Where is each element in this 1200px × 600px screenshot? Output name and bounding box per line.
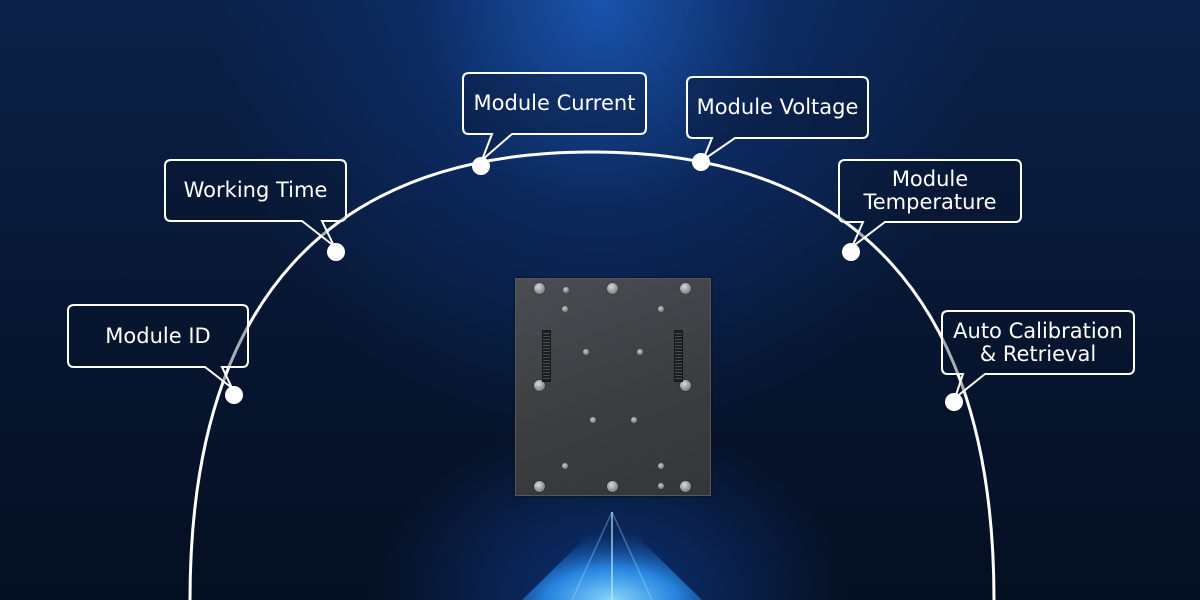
node-module-voltage-icon <box>692 153 710 171</box>
label-working-time-text: Working Time <box>183 178 328 202</box>
pin-icon <box>590 417 596 423</box>
node-module-temperature-icon <box>842 243 860 261</box>
node-auto-calibration-icon <box>945 393 963 411</box>
callout-module-current-box <box>462 72 647 161</box>
callout-module-voltage-box <box>686 76 869 163</box>
pin-icon <box>562 463 568 469</box>
callout-working-time-box <box>164 159 347 247</box>
label-working-time: Working Time <box>165 160 346 221</box>
label-auto-calibration: Auto Calibration & Retrieval <box>942 311 1134 374</box>
callout-module-id-box <box>67 304 249 389</box>
pin-icon <box>631 417 637 423</box>
connector-right-icon <box>674 330 683 382</box>
pin-icon <box>583 349 589 355</box>
screw-icon <box>534 283 545 294</box>
callout-module-temperature-box <box>838 159 1022 251</box>
label-module-temperature: Module Temperature <box>839 160 1021 222</box>
label-module-voltage-text: Module Voltage <box>696 95 859 119</box>
feature-arc <box>188 150 996 600</box>
node-module-current-icon <box>472 157 490 175</box>
screw-icon <box>680 283 691 294</box>
label-auto-calibration-line1: Auto Calibration <box>953 318 1123 343</box>
connector-left-icon <box>542 330 551 382</box>
pin-icon <box>563 287 569 293</box>
label-module-temperature-line1: Module <box>891 167 969 191</box>
node-module-id-icon <box>225 386 243 404</box>
callout-auto-calibration-box <box>941 310 1135 401</box>
pin-icon <box>637 349 643 355</box>
label-module-current: Module Current <box>463 73 646 134</box>
label-auto-calibration-line2: & Retrieval <box>979 341 1097 366</box>
label-module-id: Module ID <box>68 305 248 367</box>
screw-icon <box>680 380 691 391</box>
pin-icon <box>562 306 568 312</box>
screw-icon <box>607 283 618 294</box>
label-module-id-text: Module ID <box>105 323 211 348</box>
screw-icon <box>607 481 618 492</box>
label-module-current-text: Module Current <box>473 91 636 115</box>
node-working-time-icon <box>327 243 345 261</box>
screw-icon <box>534 380 545 391</box>
led-module-back-panel-icon <box>515 278 711 496</box>
screw-icon <box>680 481 691 492</box>
pin-icon <box>658 306 664 312</box>
label-module-voltage: Module Voltage <box>687 77 868 138</box>
pin-icon <box>658 463 664 469</box>
label-module-temperature-line2: Temperature <box>863 190 997 214</box>
screw-icon <box>534 481 545 492</box>
pin-icon <box>658 483 664 489</box>
light-glow-icon <box>522 511 702 600</box>
